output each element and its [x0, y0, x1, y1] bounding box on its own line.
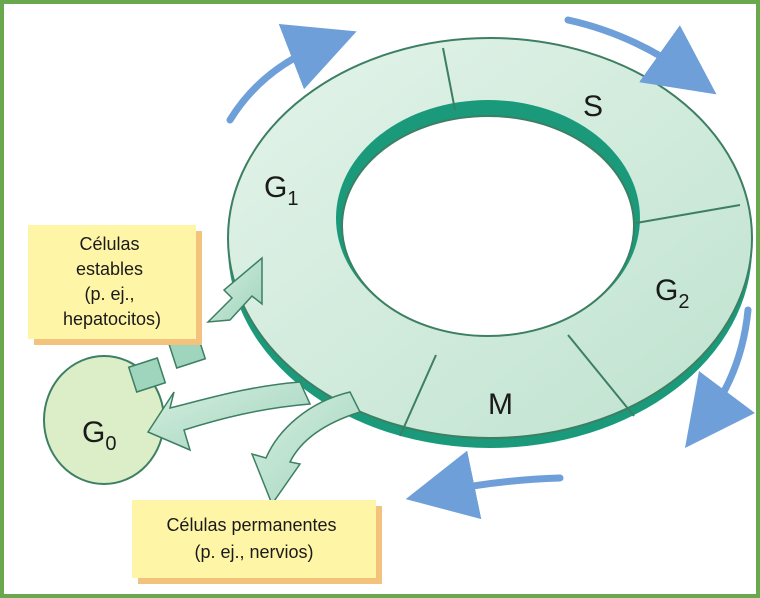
- phase-s-label: S: [583, 90, 603, 123]
- note-stable: [28, 225, 196, 339]
- cycle-arrow-bottom: [405, 450, 564, 520]
- cycle-arrow-top-right: [564, 16, 717, 95]
- note-permanent-text: Células permanentes (p. ej., nervios): [166, 515, 341, 562]
- cycle-arrow-top-left: [226, 24, 357, 124]
- phase-g1-label: G1: [264, 171, 298, 210]
- divider-g1-s: [442, 47, 456, 111]
- phase-m-label: M: [488, 388, 513, 421]
- exit-arrow-permanent: [250, 391, 362, 506]
- note-stable-text: Células estables (p. ej., hepatocitos): [63, 234, 161, 329]
- phase-g0-label: G0: [82, 416, 116, 455]
- note-permanent: [132, 500, 376, 578]
- divider-g2-m: [567, 334, 635, 417]
- divider-m-g1: [399, 354, 437, 437]
- phase-g2-label: G2: [655, 274, 689, 313]
- cycle-arrow-right: [685, 306, 755, 449]
- exit-arrow-g0: [146, 381, 312, 452]
- reentry-dash-1: [127, 357, 167, 393]
- divider-s-g2: [635, 204, 741, 224]
- reentry-arrow: [206, 256, 263, 323]
- ring-hole: [341, 115, 635, 337]
